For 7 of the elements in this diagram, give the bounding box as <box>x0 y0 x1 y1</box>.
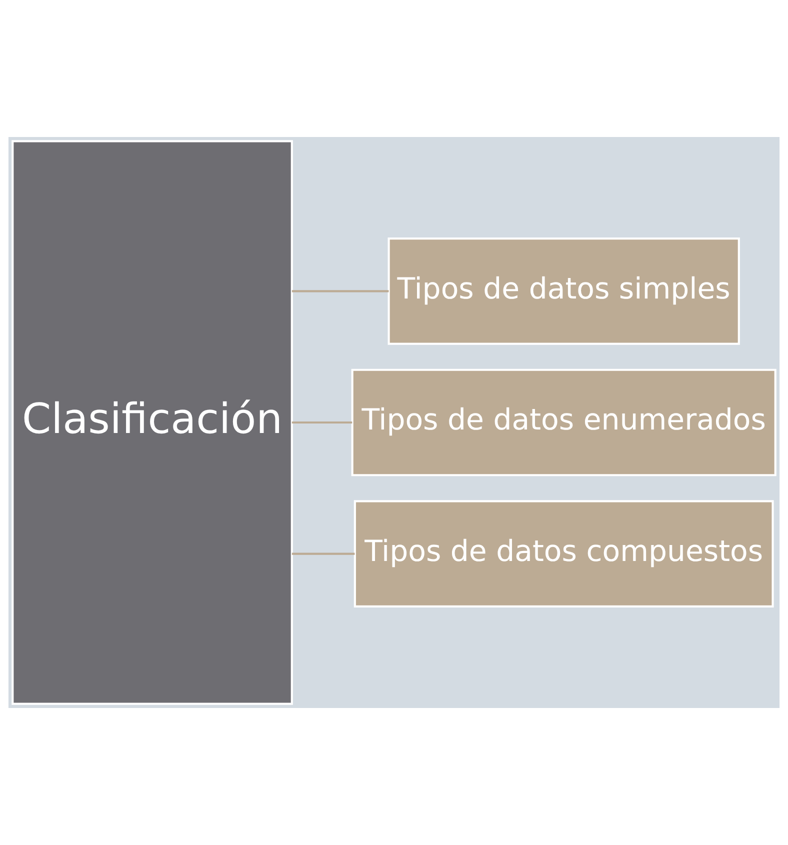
node-box: Clasificación <box>12 140 293 705</box>
node-box: Tipos de datos enumerados <box>351 368 776 476</box>
connector <box>292 290 389 292</box>
node-box: Tipos de datos compuestos <box>354 500 774 608</box>
connector <box>292 552 355 555</box>
node-box: Tipos de datos simples <box>388 238 740 345</box>
connector <box>292 421 352 424</box>
